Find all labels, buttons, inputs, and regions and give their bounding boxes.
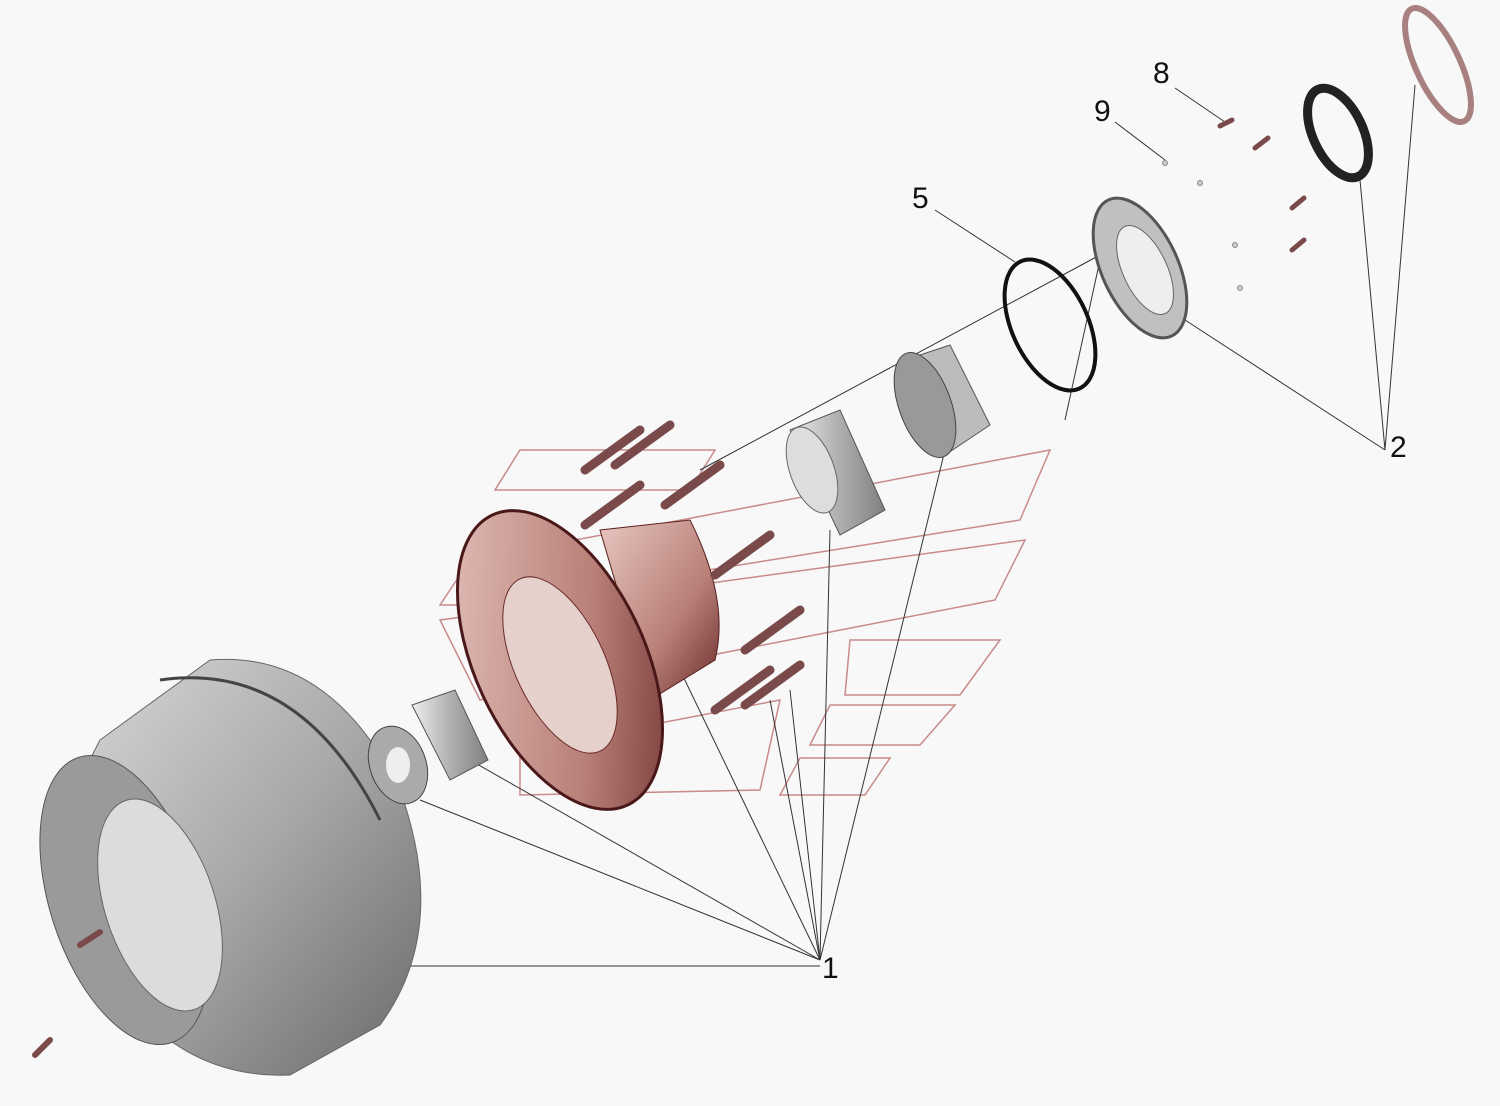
bolts [32,117,1307,1058]
callout-1: 1 [822,952,839,985]
hub-cap-ring [1091,196,1189,340]
gasket-part-5 [1002,257,1098,393]
brake-drum [39,658,422,1076]
seal-ring [1303,83,1373,183]
wheel-hub [455,509,720,811]
small-bearing-cup [411,689,489,781]
small-bearing-cone [367,725,429,805]
washers [1162,160,1243,291]
outer-ring [1402,5,1474,125]
large-bearing-cup [785,409,886,536]
callout-9: 9 [1094,95,1111,128]
large-bearing-cone [893,344,991,458]
callout-8: 8 [1153,57,1170,90]
callout-5: 5 [912,182,929,215]
callout-2: 2 [1390,431,1407,464]
